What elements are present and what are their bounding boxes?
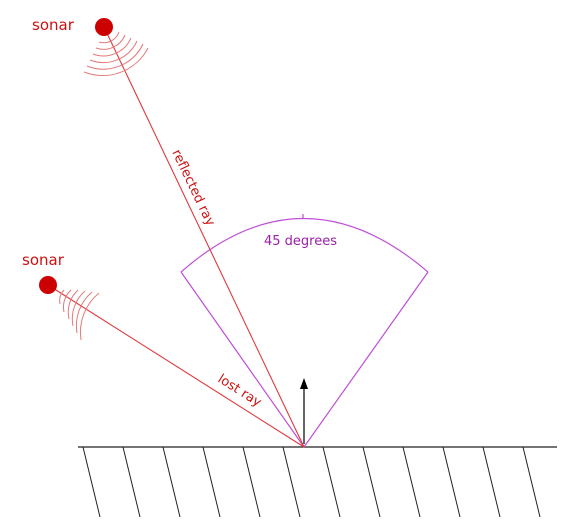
sonar-left: sonar <box>22 251 100 341</box>
cone-right-edge <box>303 271 429 448</box>
acceptance-cone <box>180 214 429 448</box>
sonar-top-waves-icon <box>83 31 149 77</box>
reflected-ray-line <box>103 26 305 448</box>
sonar-top: sonar <box>32 16 149 77</box>
ground-hatching <box>82 446 541 518</box>
arrow-head-icon <box>300 378 308 389</box>
lost-ray-line <box>47 284 305 448</box>
angle-label: 45 degrees <box>264 234 337 249</box>
sonar-left-label: sonar <box>22 251 65 269</box>
cone-left-edge <box>180 271 305 448</box>
lost-ray-label: lost ray <box>215 372 264 411</box>
sonar-top-label: sonar <box>32 16 75 34</box>
normal-arrow <box>300 378 308 444</box>
reflected-ray-label: reflected ray <box>168 147 217 229</box>
sonar-left-dot <box>39 276 57 294</box>
ground-surface <box>78 446 557 518</box>
sonar-top-dot <box>95 18 113 36</box>
cone-arc <box>180 217 429 273</box>
sonar-left-waves-icon <box>59 289 100 341</box>
